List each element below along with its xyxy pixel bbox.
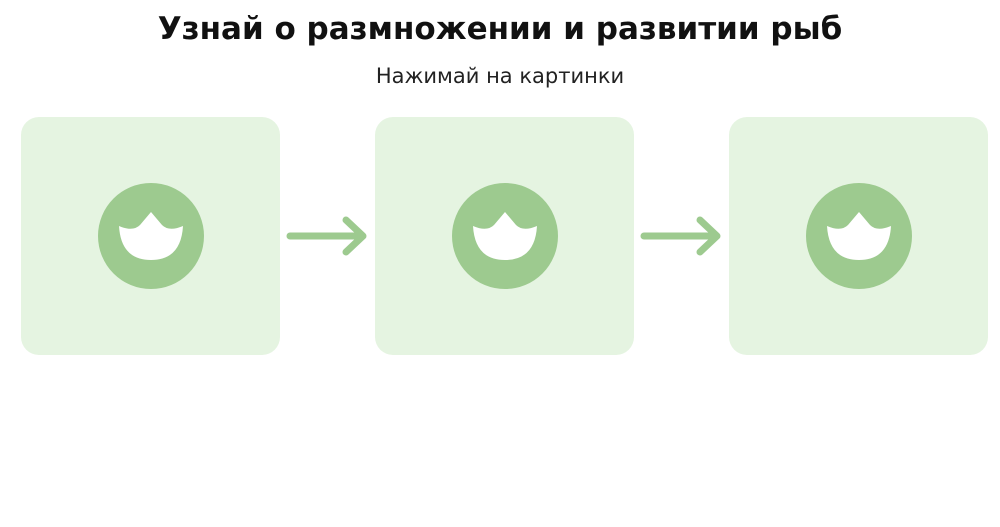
stage-card-1[interactable] — [21, 117, 280, 355]
image-placeholder-icon — [451, 183, 558, 289]
stage-card-2[interactable] — [375, 117, 634, 355]
page-subtitle: Нажимай на картинки — [375, 64, 625, 88]
page-title: Узнай о размножении и развитии рыб — [157, 11, 843, 47]
image-placeholder-icon — [97, 183, 204, 289]
stage-card-3[interactable] — [729, 117, 988, 355]
arrow-right-icon — [640, 216, 721, 256]
image-placeholder-icon — [805, 183, 912, 289]
arrow-right-icon — [286, 216, 367, 256]
